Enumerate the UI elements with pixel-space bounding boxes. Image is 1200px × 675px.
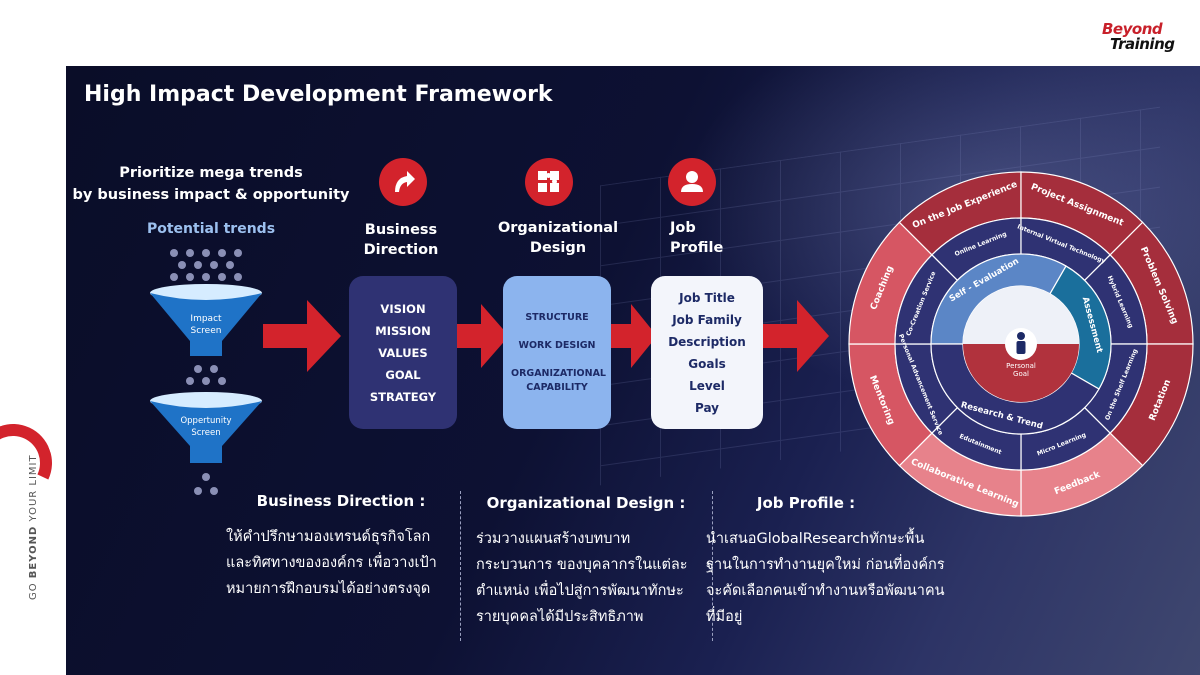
center-label-1: Personal — [1006, 362, 1036, 370]
trends-heading-line-1: Prioritize mega trends — [119, 165, 303, 181]
trends-heading-line-2: by business impact & opportunity — [72, 187, 350, 203]
arrow-right-icon — [453, 304, 509, 368]
framework-panel: High Impact Development Framework Priori… — [66, 66, 1200, 675]
center-label-2: Goal — [1013, 370, 1029, 378]
box-item: VISION — [380, 301, 426, 316]
box-item: GOAL — [385, 367, 421, 382]
box-item: Job Title — [679, 290, 735, 305]
arrow-right-icon — [763, 300, 829, 372]
arrow-right-icon — [263, 300, 341, 372]
box-item: MISSION — [375, 323, 431, 338]
box-item: VALUES — [378, 345, 428, 360]
column-body-business: ให้คำปรึกษามองเทรนด์ธุรกิจโลกและทิศทางขอ… — [226, 529, 437, 597]
column-heading-business: Business Direction : — [256, 492, 426, 510]
column-divider — [460, 491, 461, 641]
potential-trends-label: Potential trends — [146, 221, 276, 237]
business-direction-arrow-icon — [379, 158, 427, 206]
column-body-job-profile: นำเสนอGlobalResearchทักษะพื้นฐานในการทำง… — [706, 531, 945, 625]
box-item: Job Family — [672, 312, 742, 327]
box-item: STRUCTURE — [525, 311, 589, 323]
dots-bottom — [194, 473, 218, 495]
column-body-organizational: ร่วมวางแผนสร้างบทบาทกระบวนการ ของบุคลากร… — [476, 531, 688, 625]
funnel-impact: Impact Screen — [150, 284, 262, 356]
box-item: Level — [689, 378, 725, 393]
trends-heading: Prioritize mega trends by business impac… — [66, 162, 356, 206]
dots-top — [170, 249, 242, 281]
column-divider — [712, 491, 713, 641]
wheel-rings — [848, 171, 1194, 517]
funnel-opportunity-label-1: Oppertunity — [180, 416, 231, 426]
dots-mid — [186, 365, 226, 385]
organizational-design-box: STRUCTURE WORK DESIGN ORGANIZATIONAL CAP… — [503, 276, 611, 429]
side-tagline: GO BEYOND YOUR LIMIT — [28, 454, 39, 600]
funnel-impact-label-1: Impact — [190, 314, 222, 324]
puzzle-icon — [525, 158, 573, 206]
funnel-graphic: Impact Screen Oppertunity Screen — [150, 249, 262, 495]
brand-logo: Beyond Training — [1102, 20, 1182, 54]
funnel-opportunity: Oppertunity Screen — [150, 392, 262, 463]
funnel-impact-label-2: Screen — [191, 326, 222, 336]
person-profile-icon — [668, 158, 716, 206]
box-item: Goals — [688, 356, 726, 371]
page-title: High Impact Development Framework — [84, 82, 553, 107]
column-heading-job-profile: Job Profile : — [756, 494, 856, 512]
wheel-center: Personal Goal — [963, 286, 1079, 402]
column-heading-organizational: Organizational Design : — [486, 494, 686, 512]
funnel-opportunity-label-2: Screen — [191, 428, 220, 438]
box-item: WORK DESIGN — [518, 339, 596, 351]
arrow-right-icon — [607, 304, 657, 368]
box-item: STRATEGY — [369, 389, 437, 404]
job-profile-box: Job Title Job Family Description Goals L… — [651, 276, 763, 429]
box-item: Pay — [694, 400, 720, 415]
business-direction-box: VISION MISSION VALUES GOAL STRATEGY — [349, 276, 457, 429]
brand-line-1: Beyond — [1102, 20, 1163, 38]
box-item: Description — [668, 334, 746, 349]
brand-line-2: Training — [1110, 35, 1175, 53]
person-icon — [1016, 332, 1026, 354]
box-item: ORGANIZATIONAL CAPABILITY — [511, 367, 606, 393]
